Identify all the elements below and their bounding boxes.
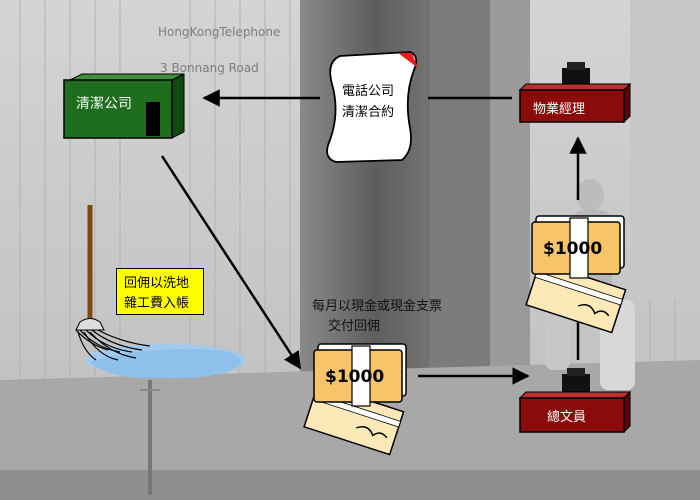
door-icon <box>146 102 160 136</box>
phone-icon <box>562 68 590 86</box>
kickback-note-line-1: 回佣以洗地 <box>124 276 190 291</box>
payment-note-line-1: 每月以現金或現金支票 <box>312 299 443 314</box>
kickback-note-line-2: 雜工費入帳 <box>124 296 190 311</box>
cash-stack-kickback-icon: $1000 <box>525 215 627 334</box>
contract-document-icon <box>326 51 418 163</box>
mop-icon <box>75 205 245 379</box>
cash-amount-label: $1000 <box>325 367 384 387</box>
cleaning-company-box <box>63 73 185 139</box>
arrow-company-to-cash <box>160 155 302 370</box>
contract-label-line-1: 電話公司 <box>342 84 395 99</box>
general-clerk-nameplate <box>518 368 632 434</box>
red-flag-icon <box>398 53 418 68</box>
general-clerk-label: 總文員 <box>547 410 587 425</box>
property-manager-nameplate <box>518 62 632 124</box>
phone-icon <box>562 374 590 392</box>
sign-line-2: 3 Bonnang Road <box>160 61 259 75</box>
sign-line-1: HongKongTelephone <box>158 25 280 39</box>
cash-stack-payment-icon: $1000 <box>303 343 407 456</box>
cleaning-company-label: 清潔公司 <box>76 96 132 112</box>
cash-amount-label: $1000 <box>543 239 602 259</box>
payment-note-line-2: 交付回佣 <box>328 319 381 334</box>
property-manager-label: 物業經理 <box>533 102 586 117</box>
contract-label-line-2: 清潔合約 <box>342 105 395 120</box>
kickback-note-box <box>116 268 204 315</box>
